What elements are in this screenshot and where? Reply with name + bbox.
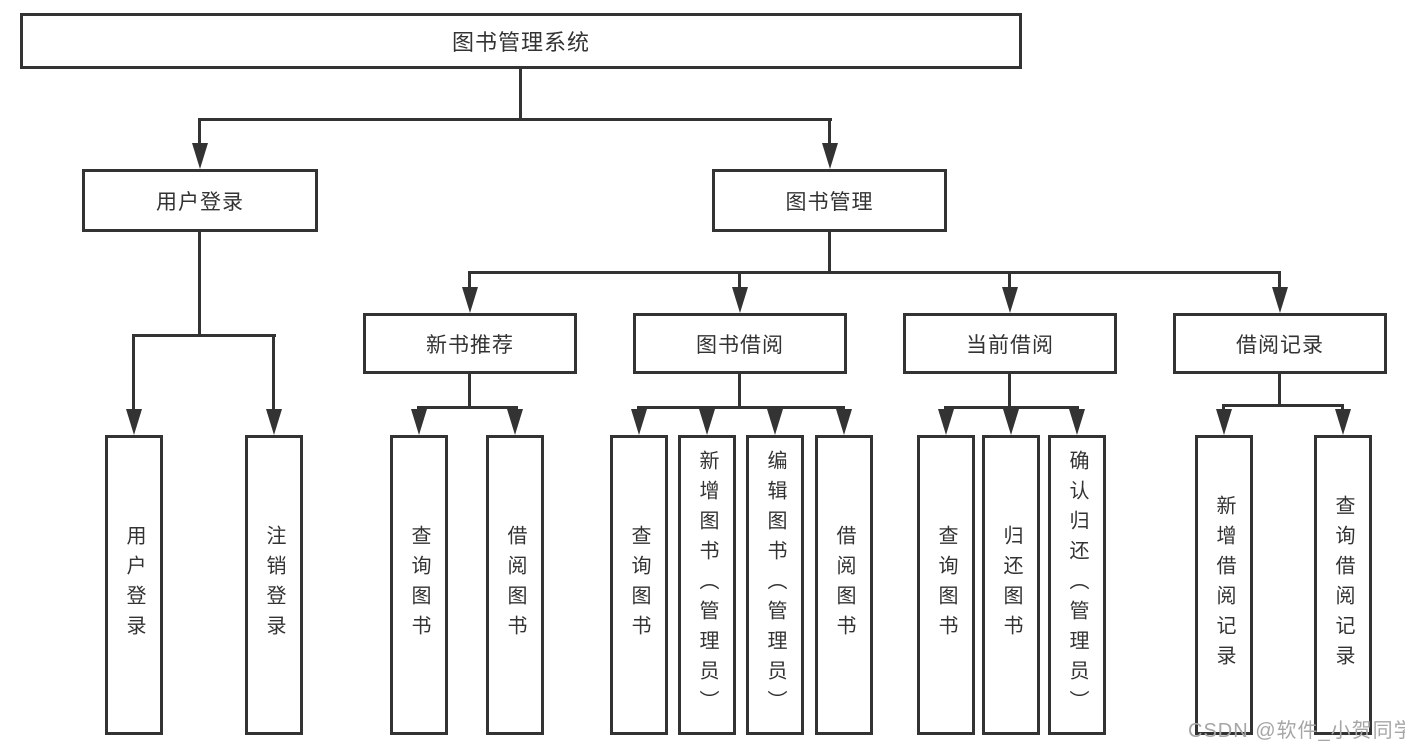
node-current-borrowing-label: 当前借阅	[966, 333, 1054, 357]
arrow-down-icon	[411, 409, 427, 435]
leaf-query-books-current: 查询图书	[917, 435, 975, 735]
connector-line	[738, 271, 741, 291]
leaf-confirm-return-admin-label: 确认归还（管理员）	[1066, 450, 1088, 720]
connector-line	[468, 271, 471, 291]
node-user-login: 用户登录	[82, 169, 318, 232]
arrow-down-icon	[126, 409, 142, 435]
arrow-down-icon	[507, 409, 523, 435]
connector-line	[198, 232, 201, 337]
leaf-return-books: 归还图书	[982, 435, 1040, 735]
node-new-book-recommend-label: 新书推荐	[426, 333, 514, 357]
connector-line	[1008, 374, 1011, 409]
connector-line	[272, 334, 275, 414]
leaf-add-borrow-record: 新增借阅记录	[1195, 435, 1253, 735]
connector-line	[1278, 271, 1281, 291]
connector-line	[519, 69, 522, 121]
node-borrowing-records: 借阅记录	[1173, 313, 1387, 374]
arrow-down-icon	[699, 409, 715, 435]
node-root-label: 图书管理系统	[451, 30, 590, 55]
leaf-logout: 注销登录	[245, 435, 303, 735]
leaf-query-books-borrow-label: 查询图书	[628, 525, 650, 645]
arrow-down-icon	[767, 409, 783, 435]
connector-line	[738, 374, 741, 409]
connector-line	[828, 118, 831, 148]
leaf-query-books-recommend-label: 查询图书	[408, 525, 430, 645]
leaf-borrow-books-label: 借阅图书	[833, 525, 855, 645]
leaf-query-borrow-record-label: 查询借阅记录	[1332, 495, 1354, 675]
node-user-login-label: 用户登录	[156, 190, 244, 214]
connector-line	[417, 406, 518, 409]
leaf-user-login-label: 用户登录	[123, 525, 145, 645]
connector-line	[1278, 374, 1281, 407]
node-book-borrowing-label: 图书借阅	[696, 333, 784, 357]
leaf-query-borrow-record: 查询借阅记录	[1314, 435, 1372, 735]
node-borrowing-records-label: 借阅记录	[1236, 333, 1324, 357]
arrow-down-icon	[1002, 287, 1018, 313]
watermark: CSDN @软件_小贺同学	[1188, 720, 1405, 742]
leaf-borrow-books: 借阅图书	[815, 435, 873, 735]
connector-line	[132, 334, 276, 337]
arrow-down-icon	[1335, 409, 1351, 435]
node-root: 图书管理系统	[20, 13, 1022, 69]
leaf-add-books-admin: 新增图书（管理员）	[678, 435, 736, 735]
leaf-edit-books-admin-label: 编辑图书（管理员）	[764, 450, 786, 720]
connector-line	[132, 334, 135, 414]
arrow-down-icon	[822, 143, 838, 169]
connector-line	[468, 271, 1281, 274]
connector-line	[1008, 271, 1011, 291]
arrow-down-icon	[462, 287, 478, 313]
node-book-management: 图书管理	[712, 169, 947, 232]
leaf-query-books-borrow: 查询图书	[610, 435, 668, 735]
arrow-down-icon	[1003, 409, 1019, 435]
arrow-down-icon	[266, 409, 282, 435]
connector-line	[198, 118, 832, 121]
arrow-down-icon	[836, 409, 852, 435]
arrow-down-icon	[732, 287, 748, 313]
leaf-logout-label: 注销登录	[263, 525, 285, 645]
arrow-down-icon	[192, 143, 208, 169]
connector-line	[468, 374, 471, 409]
leaf-borrow-books-recommend-label: 借阅图书	[504, 525, 526, 645]
node-book-management-label: 图书管理	[785, 190, 874, 214]
leaf-add-borrow-record-label: 新增借阅记录	[1213, 495, 1235, 675]
connector-line	[1222, 404, 1344, 407]
leaf-return-books-label: 归还图书	[1000, 525, 1022, 645]
leaf-edit-books-admin: 编辑图书（管理员）	[746, 435, 804, 735]
leaf-confirm-return-admin: 确认归还（管理员）	[1048, 435, 1106, 735]
arrow-down-icon	[1069, 409, 1085, 435]
node-new-book-recommend: 新书推荐	[363, 313, 577, 374]
arrow-down-icon	[938, 409, 954, 435]
leaf-add-books-admin-label: 新增图书（管理员）	[696, 450, 718, 720]
leaf-query-books-current-label: 查询图书	[935, 525, 957, 645]
arrow-down-icon	[1272, 287, 1288, 313]
leaf-user-login: 用户登录	[105, 435, 163, 735]
node-book-borrowing: 图书借阅	[633, 313, 847, 374]
arrow-down-icon	[1216, 409, 1232, 435]
leaf-borrow-books-recommend: 借阅图书	[486, 435, 544, 735]
arrow-down-icon	[631, 409, 647, 435]
node-current-borrowing: 当前借阅	[903, 313, 1117, 374]
connector-line	[198, 118, 201, 148]
connector-line	[828, 232, 831, 274]
leaf-query-books-recommend: 查询图书	[390, 435, 448, 735]
connector-line	[637, 406, 845, 409]
